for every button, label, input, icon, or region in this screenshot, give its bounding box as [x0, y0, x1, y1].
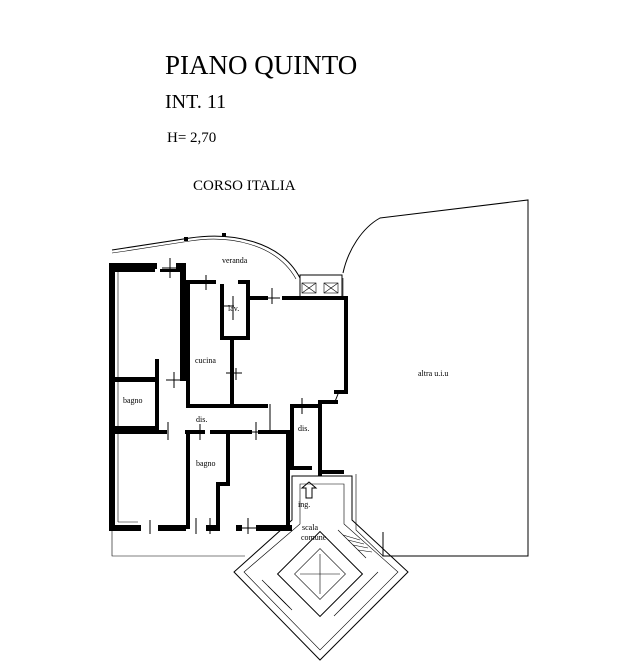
unit-number: INT. 11	[165, 91, 226, 113]
neighbour-unit-outline	[342, 199, 529, 557]
floor-title: PIANO QUINTO	[165, 50, 357, 80]
label-cucina: cucina	[195, 356, 216, 365]
label-bagno-2: bagno	[196, 459, 216, 468]
terrace-outline	[111, 474, 384, 557]
label-scala: scala	[302, 523, 318, 532]
label-comune: comune	[301, 533, 327, 542]
ceiling-height: H= 2,70	[167, 130, 216, 146]
label-bagno-1: bagno	[123, 396, 143, 405]
label-dis-1: dis.	[196, 415, 207, 424]
window-boxes	[299, 274, 343, 298]
label-altra-uiu: altra u.i.u	[418, 369, 448, 378]
door-marks	[149, 258, 310, 534]
label-veranda: veranda	[222, 256, 248, 265]
label-dis-2: dis.	[298, 424, 309, 433]
common-staircase	[233, 475, 409, 661]
street-name: CORSO ITALIA	[193, 178, 296, 194]
entrance-arrow-icon	[300, 481, 318, 499]
label-ingresso: ing.	[298, 500, 310, 509]
label-lav: lav.	[228, 304, 239, 313]
veranda-outline	[111, 233, 301, 280]
